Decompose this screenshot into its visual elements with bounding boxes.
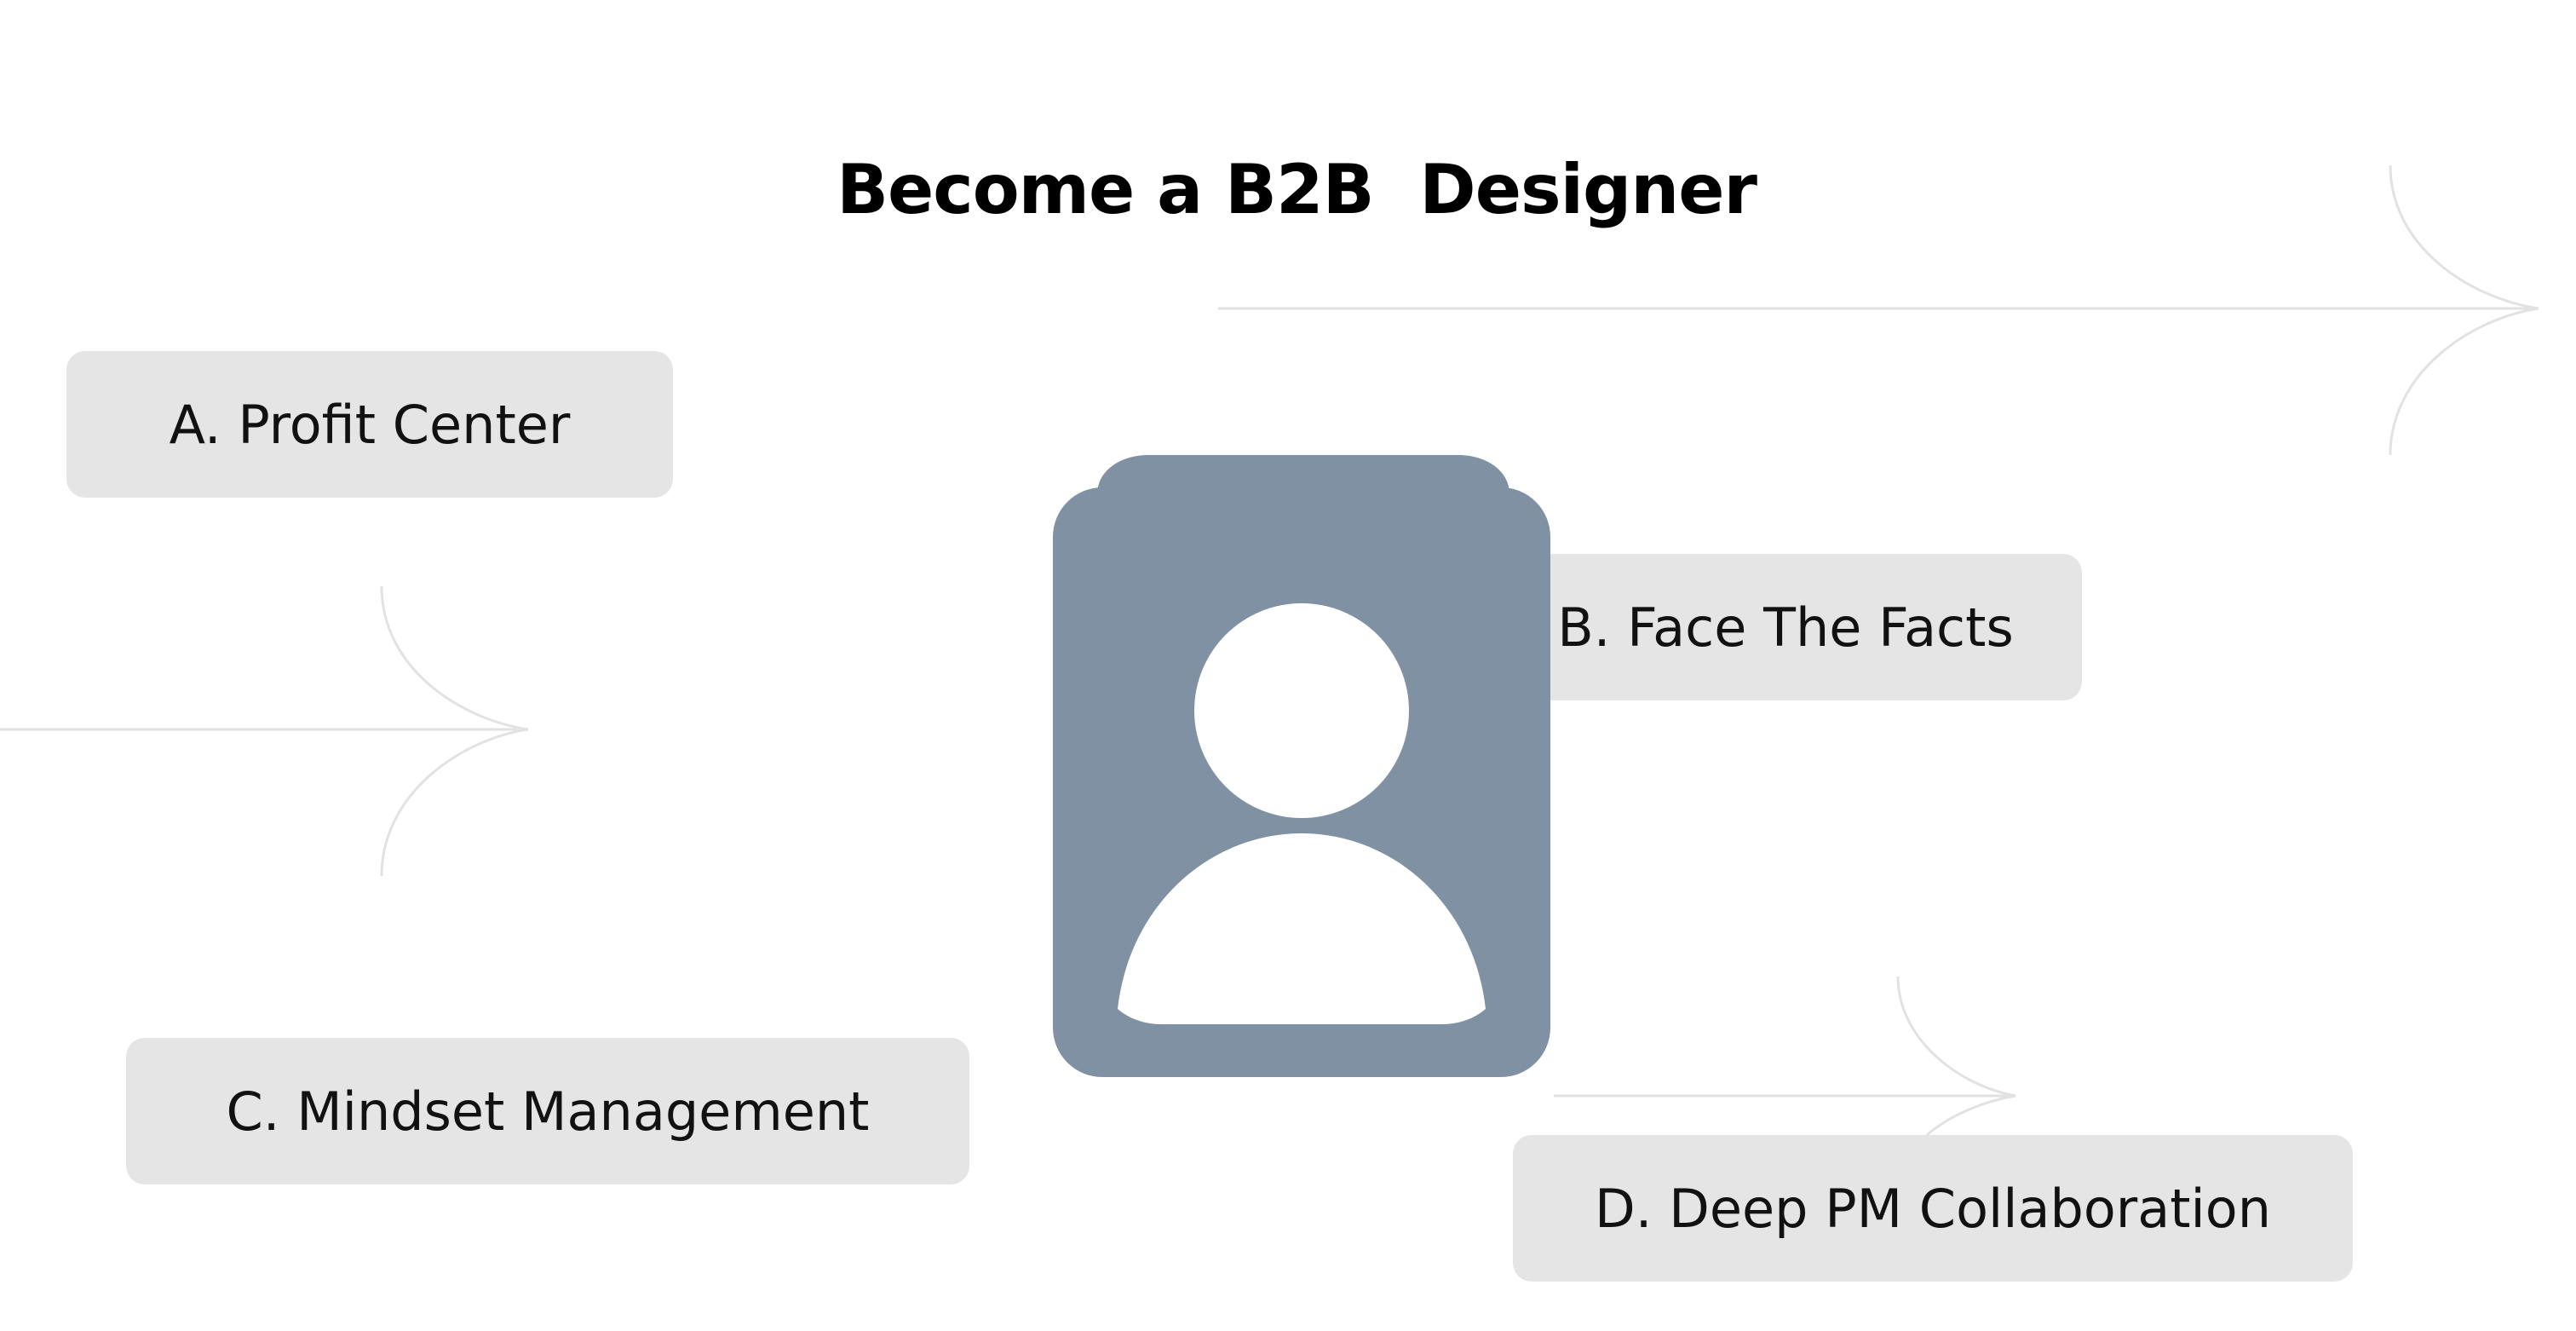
- card-mindset-management: C. Mindset Management: [126, 1038, 969, 1184]
- user-placeholder-icon: [1053, 455, 1550, 1077]
- card-profit-center: A. Profit Center: [66, 351, 673, 498]
- diagram-title: Become a B2B Designer: [837, 150, 1757, 229]
- arrow-right-icon-top: [1218, 164, 2539, 456]
- arrow-right-icon-bottom: [1554, 976, 2016, 1137]
- card-deep-pm-collaboration: D. Deep PM Collaboration: [1513, 1135, 2353, 1282]
- card-label: C. Mindset Management: [226, 1080, 870, 1143]
- card-label: A. Profit Center: [169, 393, 571, 456]
- card-label: B. Face The Facts: [1557, 596, 2014, 659]
- card-label: D. Deep PM Collaboration: [1594, 1177, 2272, 1240]
- card-face-the-facts: B. Face The Facts: [1506, 554, 2082, 700]
- arrow-right-icon-left: [0, 585, 529, 877]
